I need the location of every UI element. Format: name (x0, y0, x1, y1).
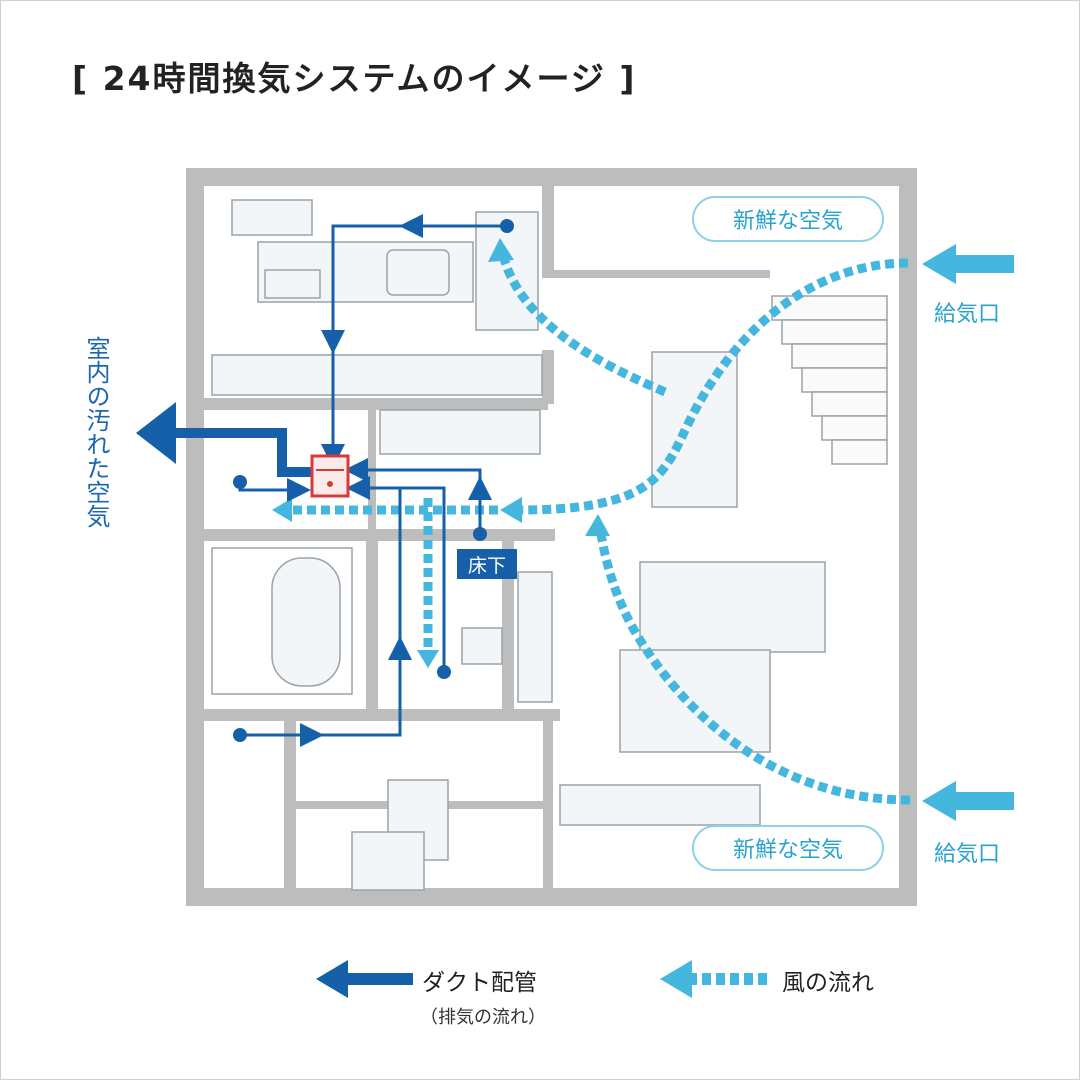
supply-inlet-label-top: 給気口 (934, 302, 1001, 327)
unit-dot (327, 481, 333, 487)
entrance-step (351, 831, 425, 891)
duct-vent (437, 665, 451, 679)
wind-arrowhead (585, 514, 610, 536)
duct-washroom (238, 478, 311, 502)
walls (186, 168, 917, 906)
duct-nodes (233, 219, 514, 742)
storage-shelf (379, 409, 541, 455)
wind-flow-path (595, 527, 911, 805)
stair-step (771, 295, 888, 321)
supply-arrow-shaft (950, 792, 1014, 810)
wind-flow-path (519, 258, 909, 515)
wind-arrowheads (272, 238, 610, 668)
underfloor-label: 床下 (457, 549, 517, 579)
kitchen-cabinet (211, 354, 543, 396)
wind-arrowhead (417, 650, 439, 668)
page-title: [ 24時間換気システムのイメージ ] (72, 59, 637, 98)
stair-step (831, 439, 888, 465)
washbasin (517, 571, 553, 703)
legend-wind-label: 風の流れ (782, 970, 874, 996)
stair-step (801, 367, 888, 393)
wind-flows (290, 253, 911, 805)
furniture (211, 199, 826, 891)
fresh-air-label-bottom: 新鮮な空気 (692, 825, 884, 871)
toilet (461, 627, 503, 665)
rug (619, 649, 771, 753)
legend-graphics (316, 960, 770, 998)
range-hood (231, 199, 313, 236)
bathtub (271, 557, 341, 687)
bathroom (211, 547, 353, 695)
exhaust-duct (136, 402, 312, 477)
legend-duct-label: ダクト配管 (422, 970, 537, 996)
wind-arrowhead (488, 238, 514, 262)
supply-arrow-head (922, 781, 956, 821)
wind-arrowhead (272, 498, 292, 522)
kitchen-sink (386, 249, 450, 296)
tv-stand (559, 784, 761, 826)
stair-step (811, 391, 888, 417)
wind-flow-path (498, 253, 667, 397)
stair-step (791, 343, 888, 369)
legend-duct-icon (345, 973, 413, 985)
supply-arrow-shaft (950, 255, 1014, 273)
legend-duct-arrowhead (316, 960, 348, 998)
duct-vent (233, 475, 247, 489)
stair-step (781, 319, 888, 345)
sofa (639, 561, 826, 653)
duct-vent (233, 728, 247, 742)
ventilation-unit (310, 454, 350, 498)
legend-duct-sublabel: （排気の流れ） (420, 1007, 546, 1028)
ventilation-fan-icon (310, 454, 350, 498)
supply-inlet-label-bottom: 給気口 (934, 842, 1001, 867)
exhaust-arrowhead (136, 402, 176, 464)
exhaust-air-label: 室内の汚れた空気 (82, 336, 110, 528)
legend-wind-arrowhead (660, 960, 692, 998)
exhaust-duct-pipe (172, 428, 312, 477)
duct-vent (473, 527, 487, 541)
kitchen-stove (264, 269, 321, 299)
supply-arrow-head (922, 244, 956, 284)
dining-table (651, 351, 738, 508)
wind-arrowhead (500, 497, 522, 523)
outer-wall (186, 168, 917, 906)
duct-vent (500, 219, 514, 233)
duct-pipes (238, 214, 507, 747)
stair-step (821, 415, 888, 441)
supply-inlets (922, 244, 1014, 821)
duct-toilet (346, 476, 446, 672)
staircase (771, 295, 888, 465)
duct-underfloor (344, 458, 482, 534)
fresh-air-label-top: 新鮮な空気 (692, 196, 884, 242)
